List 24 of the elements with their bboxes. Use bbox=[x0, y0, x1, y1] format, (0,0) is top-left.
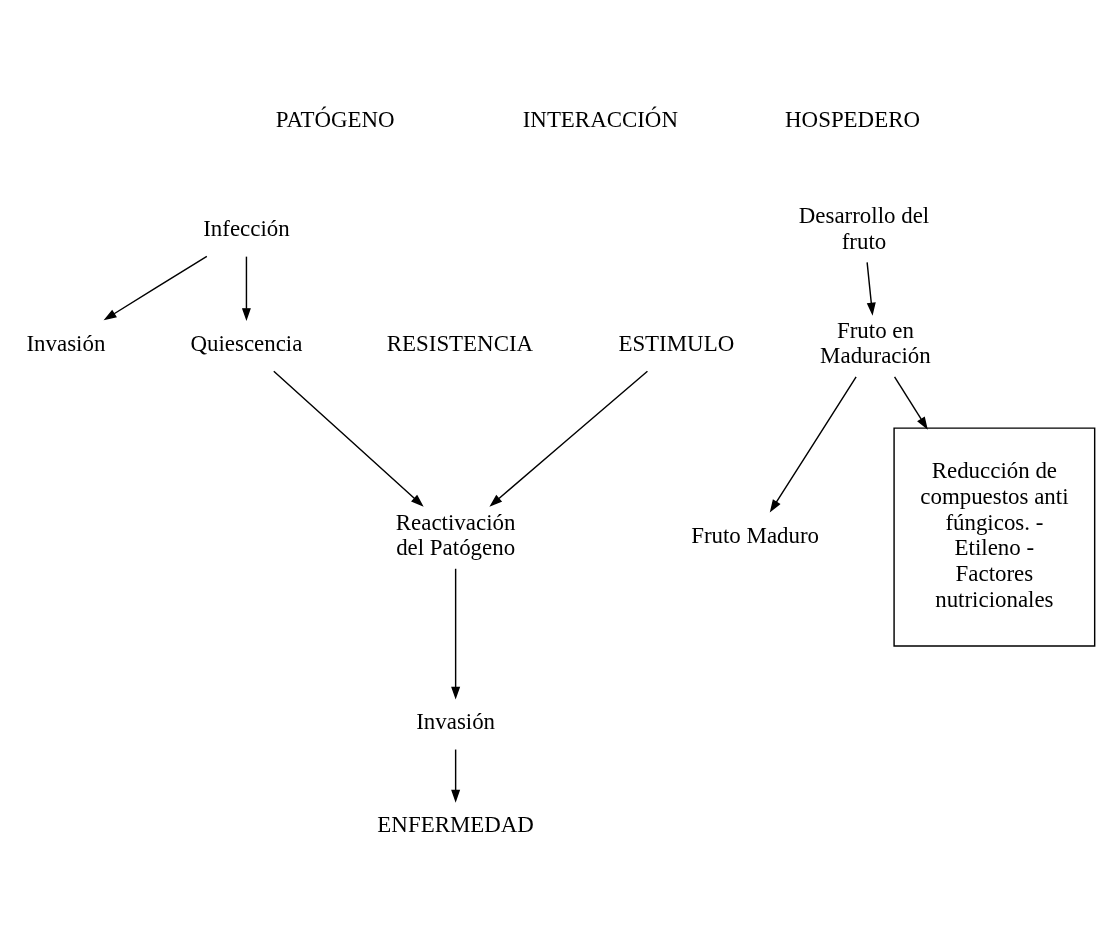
arrow bbox=[893, 375, 928, 430]
node-box: Reducción de compuestos anti fúngicos. - Etileno - Factores nutricionales bbox=[893, 426, 1096, 647]
label: INTERACCIÓN bbox=[522, 106, 678, 132]
label: PATÓGENO bbox=[275, 106, 395, 132]
label: HOSPEDERO bbox=[785, 106, 920, 132]
arrow bbox=[489, 370, 649, 507]
node-text: Infección bbox=[203, 215, 290, 241]
arrow bbox=[451, 567, 461, 700]
arrow bbox=[273, 370, 424, 507]
node-text: Invasión bbox=[26, 329, 106, 355]
node-text: Reactivación del Patógeno bbox=[395, 509, 516, 560]
node-text: ENFERMEDAD bbox=[377, 811, 534, 837]
arrow bbox=[769, 375, 857, 513]
node-text: Invasión bbox=[416, 708, 496, 734]
node-text: ESTIMULO bbox=[618, 329, 735, 355]
arrow bbox=[103, 255, 208, 320]
node-text: Fruto Maduro bbox=[691, 521, 820, 547]
arrow bbox=[866, 261, 876, 316]
node-text: Quiescencia bbox=[190, 329, 303, 355]
arrow bbox=[241, 255, 251, 321]
arrow bbox=[451, 748, 461, 803]
node-text: Fruto en Maduración bbox=[820, 317, 931, 368]
node-text: Desarrollo del fruto bbox=[798, 202, 930, 254]
label: RESISTENCIA bbox=[386, 329, 534, 355]
